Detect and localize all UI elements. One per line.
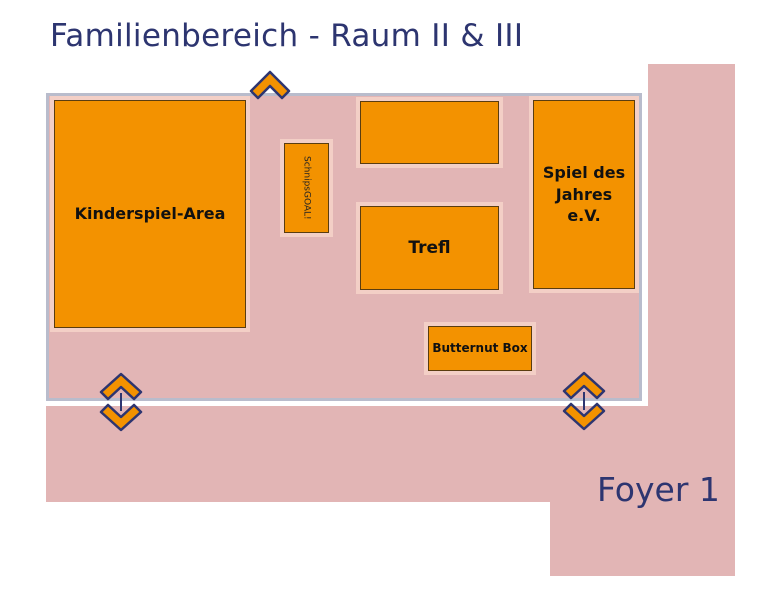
- booth-label: Spiel des Jahres e.V.: [542, 163, 626, 226]
- foyer-area-bottom-right: [550, 406, 735, 576]
- booth-schnipsgoal[interactable]: SchnipsGOAL!: [284, 143, 329, 233]
- foyer-label: Foyer 1: [597, 470, 720, 509]
- double-arrow-vertical-icon-right[interactable]: [561, 371, 607, 431]
- booth-label: Butternut Box: [432, 341, 528, 356]
- booth-trefl[interactable]: Trefl: [360, 206, 499, 290]
- booth-label: Kinderspiel-Area: [74, 204, 226, 224]
- booth-spiel-des-jahres[interactable]: Spiel des Jahres e.V.: [533, 100, 635, 289]
- map-title: Familienbereich - Raum II & III: [50, 18, 524, 54]
- booth-kinderspiel-area[interactable]: Kinderspiel-Area: [54, 100, 246, 328]
- booth-label: Trefl: [408, 237, 451, 258]
- chevron-up-icon[interactable]: [249, 70, 291, 100]
- booth-label: SchnipsGOAL!: [301, 156, 312, 220]
- booth-unlabeled-top[interactable]: [360, 101, 499, 164]
- double-arrow-vertical-icon-left[interactable]: [98, 372, 144, 432]
- booth-butternut-box[interactable]: Butternut Box: [428, 326, 532, 371]
